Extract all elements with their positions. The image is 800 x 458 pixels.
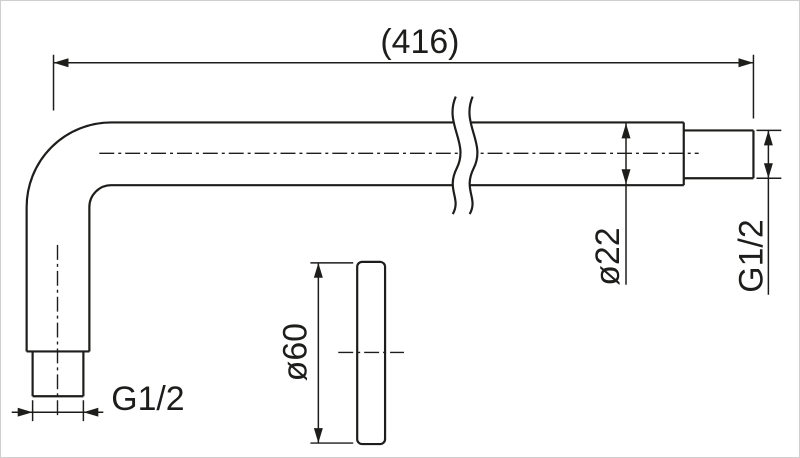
arrow-bottom-thread-right <box>83 407 99 417</box>
arrow-flange-diameter-top <box>313 262 323 278</box>
arrowheads <box>17 58 773 444</box>
centerlines <box>56 152 699 420</box>
dimensions <box>11 54 782 444</box>
thread-right-end <box>683 129 755 180</box>
arrow-bottom-thread-left <box>17 407 33 417</box>
dim-label-bottom-thread: G1/2 <box>111 380 184 418</box>
arrow-right-thread-bottom <box>763 163 773 179</box>
arrow-pipe-diameter-top <box>621 123 631 139</box>
dim-label-flange-diameter: ø60 <box>276 323 314 381</box>
arrow-right-thread-top <box>763 130 773 146</box>
pipe-outer-edge <box>25 121 684 352</box>
arrow-flange-diameter-bottom <box>313 428 323 444</box>
dim-label-right-thread: G1/2 <box>732 219 770 292</box>
dim-label-pipe-diameter: ø22 <box>589 227 627 285</box>
dimension-labels: (416) ø22 G1/2 G1/2 ø60 <box>111 23 770 418</box>
ink: (416) ø22 G1/2 G1/2 ø60 <box>11 23 782 446</box>
dim-416-lines <box>52 54 755 119</box>
break-symbol <box>451 96 479 215</box>
dim-flange-diameter-lines <box>310 262 354 444</box>
dim-label-overall-length: (416) <box>380 23 459 61</box>
arrow-416-left <box>53 58 69 68</box>
pipe-inner-edge <box>88 184 684 352</box>
break-squiggle-left <box>451 96 462 215</box>
pipe-body <box>25 121 755 398</box>
arrow-pipe-diameter-bottom <box>621 169 631 185</box>
break-mask <box>452 96 478 215</box>
dim-right-thread-lines <box>756 129 782 295</box>
arrow-416-right <box>738 58 754 68</box>
break-squiggle-right <box>468 96 479 215</box>
